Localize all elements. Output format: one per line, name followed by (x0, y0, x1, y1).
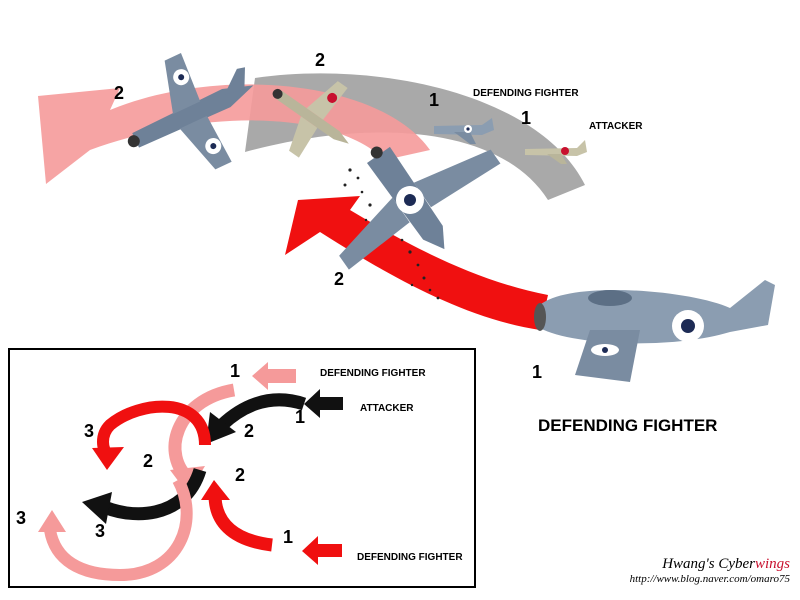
inset-step-2-defender-top: 2 (143, 451, 153, 471)
step-number-1-large-plane: 1 (532, 362, 542, 382)
defending-fighter-plane-pos2-left (127, 53, 254, 170)
inset-arrow-defender-top-start (252, 362, 296, 390)
inset-arrow-defender-bottom-start (302, 536, 342, 565)
inset-step-3-attacker: 3 (95, 521, 105, 541)
inset-label-attacker: ATTACKER (360, 403, 414, 414)
inset-label-defending-fighter-bottom: DEFENDING FIGHTER (357, 552, 463, 563)
inset-step-2-defender-bottom: 2 (235, 465, 245, 485)
inset-label-defending-fighter-top: DEFENDING FIGHTER (320, 368, 426, 379)
credit-name: Hwang's Cyberwings (630, 556, 790, 573)
defending-fighter-plane-pos1-small (434, 118, 494, 144)
step-number-2-red-arrow: 2 (334, 269, 344, 289)
inset-step-1-defender-bottom: 1 (283, 527, 293, 547)
step-number-2-topleft: 2 (114, 83, 124, 103)
inset-step-1-defender-top: 1 (230, 361, 240, 381)
attacker-plane-pos1-small (525, 140, 587, 164)
credit-url: http://www.blog.naver.com/omaro75 (629, 573, 790, 585)
caption-defending-fighter: DEFENDING FIGHTER (538, 416, 717, 435)
inset-arrowhead-attacker-overshoot (82, 492, 112, 524)
inset-arrowhead-defender-reversal-top (92, 447, 124, 470)
inset-diagram-frame (8, 348, 476, 588)
credit-name-accent: wings (754, 556, 790, 572)
defending-fighter-plane-pos2-center (339, 146, 501, 270)
inset-curve-attacker-overshoot (97, 467, 207, 521)
step-number-1-defender-small: 1 (429, 90, 439, 110)
step-number-1-attacker-small: 1 (521, 108, 531, 128)
inset-arrowhead-defender-reversal-bottom (38, 510, 66, 532)
defending-fighter-plane-pos1-large (534, 280, 775, 382)
inset-curve-defender-bottom-break (208, 494, 273, 552)
inset-curve-defender-reversal-bottom (44, 477, 193, 582)
inset-curve-defender-reversal-top (97, 400, 211, 460)
inset-step-3-defender-bottom: 3 (16, 508, 26, 528)
inset-curve-attacker-pull (217, 393, 307, 430)
label-defending-fighter-top: DEFENDING FIGHTER (473, 88, 579, 99)
inset-step-2-attacker: 2 (244, 421, 254, 441)
inset-step-3-defender-top: 3 (84, 421, 94, 441)
inset-arrowhead-defender-bottom-break (201, 480, 230, 500)
inset-arrow-attacker-start (304, 389, 343, 418)
step-number-2-attacker: 2 (315, 50, 325, 70)
author-credit: Hwang's Cyberwings http://www.blog.naver… (630, 556, 790, 586)
inset-step-1-attacker: 1 (295, 407, 305, 427)
defender-path-arrow-pink (38, 84, 430, 184)
inset-arrowhead-attacker-pull (206, 412, 236, 444)
label-attacker-top: ATTACKER (589, 121, 643, 132)
credit-name-prefix: Hwang's Cyber (662, 556, 755, 572)
defender-break-arrow-red (285, 196, 548, 330)
attacker-plane-pos2 (272, 81, 349, 158)
